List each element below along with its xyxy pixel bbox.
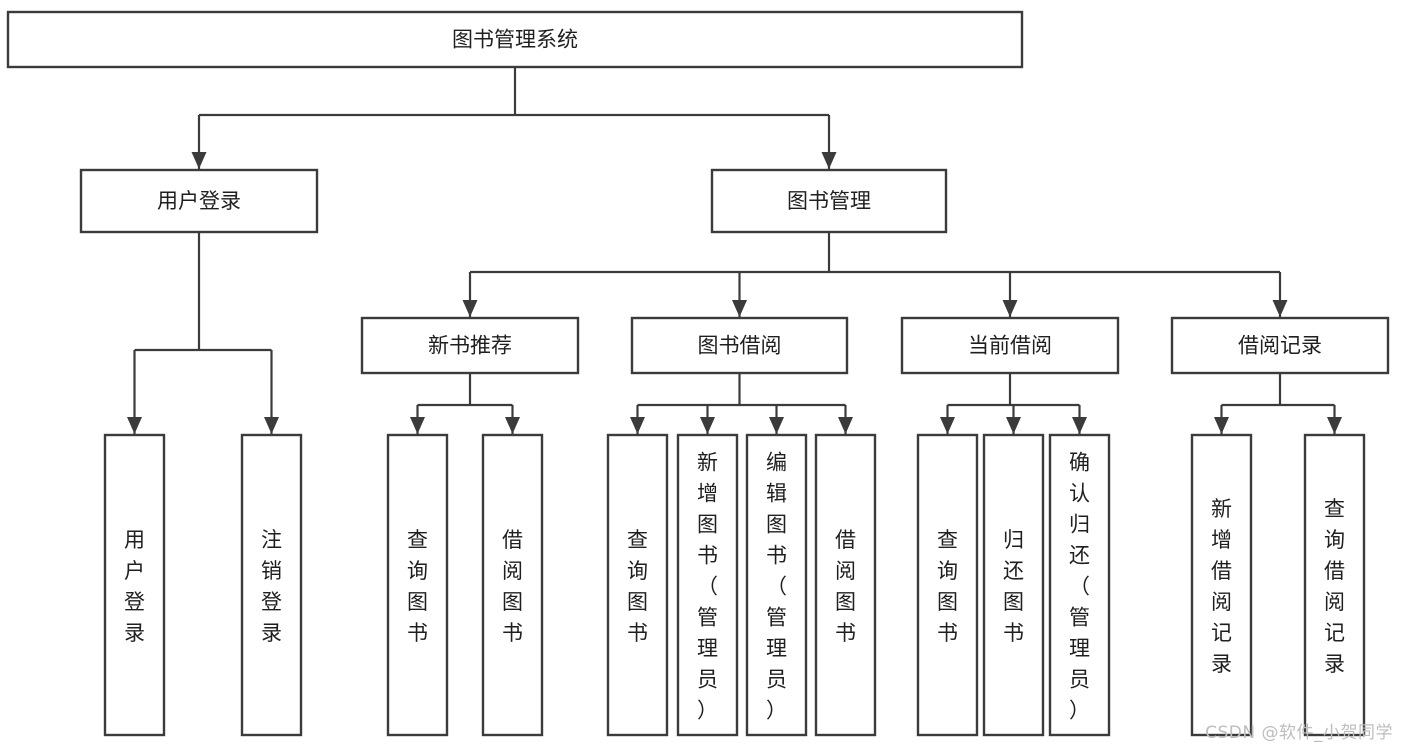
node-leaf-7[interactable]: 借阅图书 bbox=[814, 433, 877, 737]
node-leaf-6[interactable]: 编辑图书（管理员） bbox=[745, 433, 808, 737]
node-leaf-5[interactable]: 新增图书（管理员） bbox=[676, 433, 739, 737]
node-label: 注销登录 bbox=[261, 528, 282, 645]
arrow-head-icon bbox=[1072, 417, 1087, 434]
node-level3-0[interactable]: 新书推荐 bbox=[360, 316, 580, 375]
node-leaf-3[interactable]: 借阅图书 bbox=[481, 433, 544, 737]
node-leaf-8[interactable]: 查询图书 bbox=[916, 433, 979, 737]
node-label: 新书推荐 bbox=[428, 334, 512, 358]
node-box bbox=[386, 433, 449, 737]
node-box bbox=[900, 316, 1120, 375]
node-label: 借阅图书 bbox=[835, 528, 856, 645]
arrow-head-icon bbox=[1327, 417, 1342, 434]
node-box bbox=[79, 168, 319, 234]
node-leaf-12[interactable]: 查询借阅记录 bbox=[1303, 433, 1366, 737]
node-level3-2[interactable]: 当前借阅 bbox=[900, 316, 1120, 375]
arrow-head-icon bbox=[410, 417, 425, 434]
arrow-head-icon bbox=[769, 417, 784, 434]
node-level2-0[interactable]: 用户登录 bbox=[79, 168, 319, 234]
arrow-head-icon bbox=[505, 417, 520, 434]
node-label: 图书管理系统 bbox=[452, 28, 578, 52]
arrow-head-icon bbox=[264, 417, 279, 434]
node-box bbox=[916, 433, 979, 737]
arrow-head-icon bbox=[732, 300, 747, 317]
node-leaf-0[interactable]: 用户登录 bbox=[103, 433, 166, 737]
node-box bbox=[6, 10, 1024, 69]
node-box bbox=[630, 316, 849, 375]
arrow-head-icon bbox=[1002, 300, 1018, 317]
node-label: 查询借阅记录 bbox=[1324, 497, 1345, 676]
node-leaf-1[interactable]: 注销登录 bbox=[240, 433, 303, 737]
node-label: 图书管理 bbox=[787, 189, 871, 213]
node-label: 借阅图书 bbox=[502, 528, 523, 645]
node-level3-3[interactable]: 借阅记录 bbox=[1170, 316, 1390, 375]
arrow-head-icon bbox=[1214, 417, 1229, 434]
arrow-head-icon bbox=[821, 152, 837, 169]
node-box bbox=[982, 433, 1045, 737]
node-label: 归还图书 bbox=[1003, 528, 1024, 645]
arrow-head-icon bbox=[127, 417, 142, 434]
node-box bbox=[1303, 433, 1366, 737]
nodes-layer: 图书管理系统用户登录图书管理新书推荐图书借阅当前借阅借阅记录用户登录注销登录查询… bbox=[6, 10, 1390, 737]
node-box bbox=[240, 433, 303, 737]
node-label: 查询图书 bbox=[407, 528, 428, 645]
node-label: 图书借阅 bbox=[698, 334, 782, 358]
node-box bbox=[1048, 433, 1111, 737]
arrow-head-icon bbox=[191, 152, 207, 169]
node-label: 查询图书 bbox=[937, 528, 958, 645]
node-label: 当前借阅 bbox=[968, 334, 1052, 358]
node-leaf-9[interactable]: 归还图书 bbox=[982, 433, 1045, 737]
node-root-0[interactable]: 图书管理系统 bbox=[6, 10, 1024, 69]
node-label: 编辑图书（管理员） bbox=[766, 451, 787, 723]
node-box bbox=[103, 433, 166, 737]
node-label: 确认归还（管理员） bbox=[1069, 451, 1090, 723]
node-label: 用户登录 bbox=[124, 528, 145, 645]
arrow-head-icon bbox=[630, 417, 645, 434]
node-box bbox=[676, 433, 739, 737]
node-box bbox=[1170, 316, 1390, 375]
arrow-head-icon bbox=[700, 417, 715, 434]
node-box bbox=[710, 168, 948, 234]
node-box bbox=[814, 433, 877, 737]
node-leaf-11[interactable]: 新增借阅记录 bbox=[1190, 433, 1253, 737]
arrow-head-icon bbox=[940, 417, 955, 434]
arrow-head-icon bbox=[462, 300, 478, 317]
node-leaf-4[interactable]: 查询图书 bbox=[606, 433, 669, 737]
node-leaf-10[interactable]: 确认归还（管理员） bbox=[1048, 433, 1111, 737]
node-box bbox=[1190, 433, 1253, 737]
node-leaf-2[interactable]: 查询图书 bbox=[386, 433, 449, 737]
node-label: 新增借阅记录 bbox=[1211, 497, 1232, 676]
arrow-head-icon bbox=[1272, 300, 1288, 317]
node-label: 用户登录 bbox=[157, 189, 241, 213]
node-box bbox=[481, 433, 544, 737]
csdn-watermark: CSDN @软件_小贺同学 bbox=[1205, 723, 1393, 743]
node-level2-1[interactable]: 图书管理 bbox=[710, 168, 948, 234]
node-label: 借阅记录 bbox=[1238, 334, 1322, 358]
node-box bbox=[745, 433, 808, 737]
node-label: 新增图书（管理员） bbox=[697, 451, 718, 723]
arrow-head-icon bbox=[1006, 417, 1021, 434]
arrow-head-icon bbox=[838, 417, 853, 434]
node-box bbox=[606, 433, 669, 737]
node-label: 查询图书 bbox=[627, 528, 648, 645]
connectors-layer bbox=[127, 67, 1342, 434]
node-box bbox=[360, 316, 580, 375]
node-level3-1[interactable]: 图书借阅 bbox=[630, 316, 849, 375]
